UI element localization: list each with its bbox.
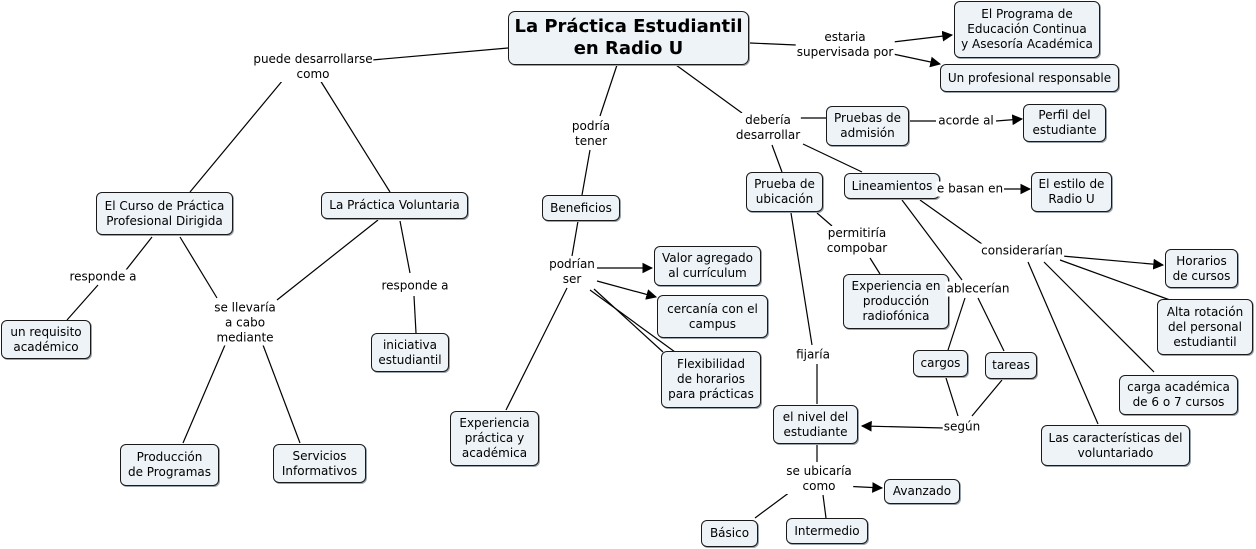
concept-experiencia-practica[interactable]: Experiencia práctica y académica	[450, 411, 539, 466]
concept-cargos[interactable]: cargos	[913, 350, 968, 377]
concept-carga[interactable]: carga académica de 6 o 7 cursos	[1119, 375, 1238, 415]
link-se-ubicaria: se ubicaría como	[785, 464, 853, 494]
concept-voluntaria[interactable]: La Práctica Voluntaria	[321, 192, 468, 219]
link-considerarian: considerarían	[980, 243, 1064, 259]
concept-perfil[interactable]: Perfil del estudiante	[1023, 104, 1106, 142]
link-deberia-desarrollar: debería desarrollar	[734, 113, 802, 143]
concept-flexibilidad[interactable]: Flexibilidad de horarios para prácticas	[661, 351, 761, 408]
link-acorde-al: acorde al	[937, 113, 995, 129]
concept-curso[interactable]: El Curso de Práctica Profesional Dirigid…	[96, 192, 233, 235]
root-concept[interactable]: La Práctica Estudiantil en Radio U	[508, 11, 749, 65]
concept-beneficios[interactable]: Beneficios	[542, 195, 620, 221]
link-puede-desarrollarse: puede desarrollarse como	[252, 52, 374, 82]
concept-basico[interactable]: Básico	[701, 520, 758, 547]
concept-programa[interactable]: El Programa de Educación Continua y Ases…	[954, 1, 1100, 58]
concept-prueba-ubicacion[interactable]: Prueba de ubicación	[746, 172, 823, 212]
link-se-basan-en: e basan en	[935, 181, 1005, 197]
concept-pruebas-admision[interactable]: Pruebas de admisión	[826, 106, 909, 146]
concept-avanzado[interactable]: Avanzado	[884, 479, 960, 504]
link-podrian-ser: podrían ser	[548, 257, 596, 287]
link-responde-a-voluntaria: responde a	[380, 278, 450, 294]
link-segun: según	[942, 419, 982, 435]
link-permitiria-comprobar: permitiría compobar	[825, 226, 889, 256]
link-responde-a-curso: responde a	[68, 269, 138, 285]
concept-produccion-programas[interactable]: Producción de Programas	[120, 444, 219, 486]
link-fijaria: fijaría	[795, 347, 831, 363]
concept-cercania[interactable]: cercanía con el campus	[657, 295, 768, 338]
concept-intermedio[interactable]: Intermedio	[786, 518, 868, 544]
concept-rotacion[interactable]: Alta rotación del personal estudiantil	[1157, 299, 1253, 355]
concept-experiencia-produccion[interactable]: Experiencia en producción radiofónica	[843, 274, 949, 329]
concept-caracteristicas[interactable]: Las características del voluntariado	[1041, 425, 1190, 466]
concept-profesional[interactable]: Un profesional responsable	[940, 64, 1119, 92]
concept-nivel[interactable]: el nivel del estudiante	[773, 405, 858, 444]
link-supervisada-por: estaria supervisada por	[795, 30, 895, 60]
concept-requisito[interactable]: un requisito académico	[1, 320, 91, 359]
concept-servicios-informativos[interactable]: Servicios Informativos	[273, 444, 366, 483]
concept-horarios[interactable]: Horarios de cursos	[1165, 249, 1238, 288]
concept-tareas[interactable]: tareas	[985, 352, 1037, 379]
concept-lineamientos[interactable]: Lineamientos	[844, 173, 940, 199]
concept-iniciativa[interactable]: iniciativa estudiantil	[371, 333, 449, 372]
link-se-llevaria: se llevaría a cabo mediante	[213, 300, 277, 346]
link-establecerian: ablecerían	[945, 281, 1011, 297]
link-podria-tener: podría tener	[570, 119, 612, 149]
concept-valor[interactable]: Valor agregado al currículum	[654, 246, 761, 286]
concept-estilo[interactable]: El estilo de Radio U	[1031, 172, 1112, 212]
